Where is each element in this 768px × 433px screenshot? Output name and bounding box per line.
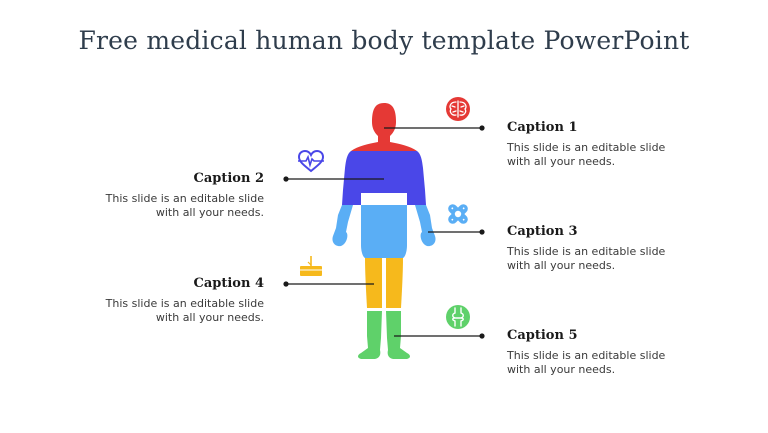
caption-5-title: Caption 5 <box>507 328 578 343</box>
caption-4-text: This slide is an editable slide with all… <box>105 297 264 324</box>
caption-2-text: This slide is an editable slide with all… <box>105 192 264 219</box>
skin-layer-icon <box>300 256 322 276</box>
torso-region <box>342 151 426 205</box>
connector-dot-2 <box>283 176 289 182</box>
caption-4-title: Caption 4 <box>193 276 265 291</box>
caption-1-title: Caption 1 <box>507 120 578 135</box>
brain-icon <box>446 97 470 121</box>
caption-3-title: Caption 3 <box>507 224 578 239</box>
arms-hips-region <box>332 205 436 258</box>
connector-lines <box>286 127 482 337</box>
thighs-region <box>365 258 403 308</box>
heartbeat-icon <box>297 149 325 173</box>
shins-region <box>358 311 410 359</box>
bandage-icon <box>448 204 468 224</box>
head-region <box>351 103 417 151</box>
connector-dot-1 <box>479 125 485 131</box>
caption-3-text: This slide is an editable slide with all… <box>507 245 666 272</box>
caption-5-text: This slide is an editable slide with all… <box>507 349 666 376</box>
caption-1-text: This slide is an editable slide with all… <box>507 141 666 168</box>
connector-dot-3 <box>479 229 485 235</box>
caption-2-title: Caption 2 <box>193 171 265 186</box>
connector-dot-4 <box>283 281 289 287</box>
slide-title: Free medical human body template PowerPo… <box>78 26 690 55</box>
knee-joint-icon <box>446 305 470 329</box>
connector-dots <box>283 125 485 339</box>
connector-dot-5 <box>479 333 485 339</box>
